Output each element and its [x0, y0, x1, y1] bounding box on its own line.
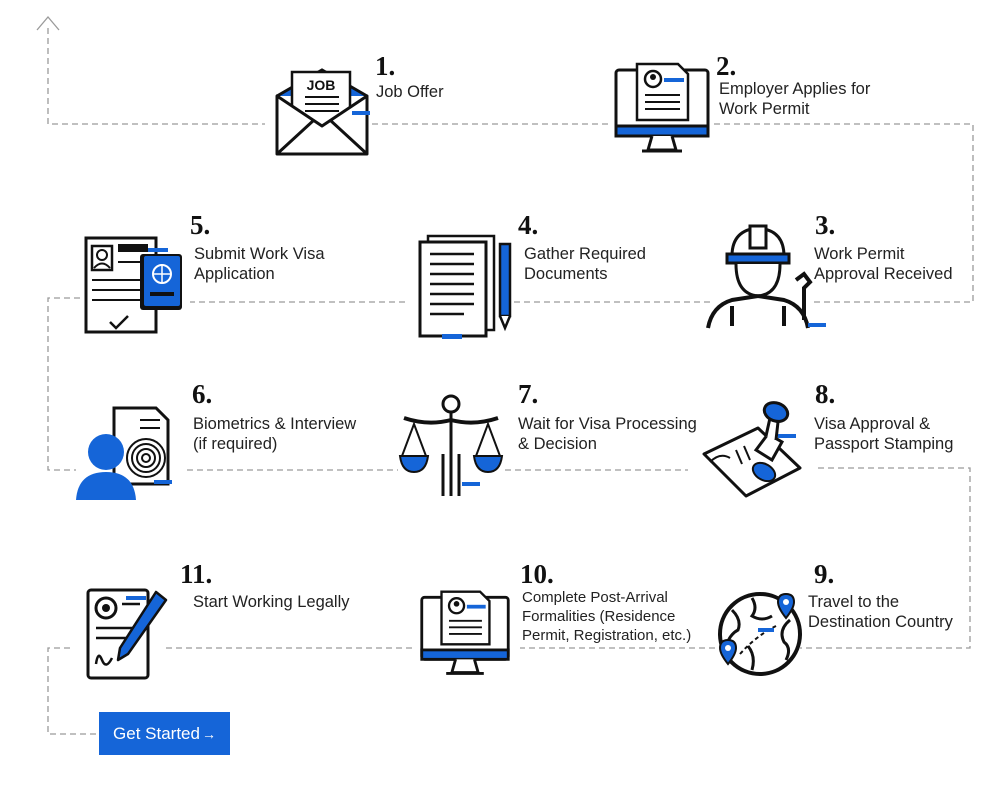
get-started-button[interactable]: Get Started→ — [99, 712, 230, 755]
step-label: Job Offer — [376, 83, 444, 101]
svg-text:JOB: JOB — [307, 77, 336, 93]
step-number: 10. — [520, 559, 554, 589]
step-number: 8. — [815, 379, 836, 409]
step-label: Employer Applies for Work Permit — [719, 80, 871, 118]
step-number: 2. — [716, 51, 737, 81]
step-label: Start Working Legally — [193, 593, 350, 611]
step-number: 11. — [180, 559, 213, 589]
worker-hardhat-icon — [706, 224, 826, 329]
scales-icon — [398, 394, 504, 496]
step-number: 6. — [192, 379, 213, 409]
step-number: 9. — [814, 559, 835, 589]
step-number: 3. — [815, 210, 836, 240]
step-label: Complete Post-Arrival Formalities (Resid… — [522, 589, 692, 644]
arrow-right-icon: → — [201, 726, 216, 742]
globe-pins-icon — [718, 592, 802, 676]
step-label: Travel to the Destination Country — [808, 593, 953, 631]
contract-pen-icon — [86, 588, 168, 680]
step-label: Submit Work Visa Application — [194, 245, 325, 283]
monitor-document-icon — [614, 62, 710, 153]
step-number: 5. — [190, 210, 211, 240]
application-passport-icon — [84, 236, 182, 334]
documents-pen-icon — [418, 234, 512, 339]
step-number: 4. — [518, 210, 539, 240]
step-number: 7. — [518, 379, 539, 409]
step-label: Visa Approval & Passport Stamping — [814, 415, 954, 453]
get-started-label: Get Started — [113, 724, 200, 743]
step-label: Wait for Visa Processing & Decision — [518, 415, 697, 453]
step-label: Gather Required Documents — [524, 245, 646, 283]
step-number: 1. — [375, 51, 396, 81]
stamp-icon — [702, 401, 802, 498]
step-label: Work Permit Approval Received — [814, 245, 953, 283]
fingerprint-person-icon — [76, 406, 172, 500]
monitor-document-icon — [420, 590, 510, 675]
envelope-job-icon: JOB — [275, 68, 370, 156]
step-label: Biometrics & Interview (if required) — [193, 415, 357, 453]
